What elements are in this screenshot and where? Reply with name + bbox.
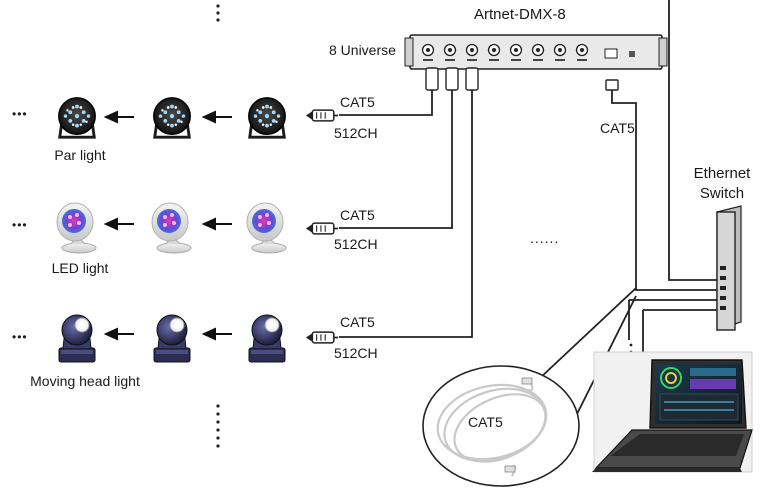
cable-row-3 bbox=[339, 90, 473, 338]
cat5-coil bbox=[422, 365, 580, 487]
dmx-port-pin bbox=[558, 48, 562, 52]
arrows bbox=[103, 110, 232, 341]
more-universes-ellipsis: ...... bbox=[530, 230, 560, 246]
plug-icon-row-3 bbox=[305, 331, 339, 344]
ellipsis-row-1: ••• bbox=[12, 107, 28, 121]
dmx-port-tag bbox=[423, 59, 433, 61]
cable-uplink bbox=[668, 0, 717, 281]
more-dots-top bbox=[216, 4, 220, 22]
dmx-port-pin bbox=[536, 48, 540, 52]
ethernet-switch bbox=[716, 205, 742, 331]
dmx-port-tag bbox=[467, 59, 477, 61]
dmx-port-tag bbox=[533, 59, 543, 61]
switch-label-line1: Ethernet bbox=[693, 165, 751, 182]
row-2-name: LED light bbox=[51, 260, 109, 276]
row-1-channels: 512CH bbox=[334, 125, 378, 141]
dmx-port-tag bbox=[511, 59, 521, 61]
cable-switch-3 bbox=[642, 309, 717, 355]
par-light-icon bbox=[57, 96, 97, 139]
led-spot-icon bbox=[246, 202, 287, 254]
cable-row-1 bbox=[339, 90, 433, 116]
cable-ethernet-device bbox=[611, 90, 717, 291]
dmx-port-pin bbox=[492, 48, 496, 52]
more-dots-bottom bbox=[216, 404, 220, 448]
ellipsis-row-3: ••• bbox=[12, 330, 28, 344]
dmx-port-tag bbox=[555, 59, 565, 61]
moving-head-icon bbox=[58, 314, 96, 363]
moving-head-icon bbox=[153, 314, 191, 363]
device-title: Artnet-DMX-8 bbox=[474, 6, 566, 23]
arrow-left-icon bbox=[103, 327, 134, 341]
dmx-port-pin bbox=[470, 48, 474, 52]
arrow-left-icon bbox=[103, 217, 134, 231]
led-spot-icon bbox=[151, 202, 192, 254]
switch-label-line2: Switch bbox=[699, 185, 745, 202]
row-2-channels: 512CH bbox=[334, 236, 378, 252]
dmx-port-tag bbox=[445, 59, 455, 61]
row-3-channels: 512CH bbox=[334, 345, 378, 361]
row-2-cable: CAT5 bbox=[340, 207, 375, 223]
ellipsis-row-2: ••• bbox=[12, 218, 28, 232]
device-connectors bbox=[425, 67, 619, 91]
row-3-cable: CAT5 bbox=[340, 314, 375, 330]
cable-laptop bbox=[628, 299, 717, 340]
par-light-icon bbox=[247, 96, 287, 139]
artnet-dmx-device bbox=[404, 34, 668, 70]
dmx-port-pin bbox=[426, 48, 430, 52]
cable-row-2 bbox=[339, 90, 453, 229]
dmx-port-tag bbox=[577, 59, 587, 61]
arrow-left-icon bbox=[201, 217, 232, 231]
power-icon bbox=[629, 51, 635, 57]
plug-icon-row-2 bbox=[305, 222, 339, 235]
arrow-left-icon bbox=[103, 110, 134, 124]
callout-line-top bbox=[539, 287, 637, 379]
moving-head-icon bbox=[248, 314, 286, 363]
dmx-port-pin bbox=[448, 48, 452, 52]
dmx-port-pin bbox=[514, 48, 518, 52]
cables bbox=[339, 0, 717, 473]
led-spot-icon bbox=[56, 202, 97, 254]
fixtures bbox=[56, 96, 287, 363]
laptop bbox=[592, 351, 753, 473]
row-1-cable: CAT5 bbox=[340, 94, 375, 110]
universe-label: 8 Universe bbox=[329, 42, 396, 58]
row-1-name: Par light bbox=[54, 147, 106, 163]
row-3-name: Moving head light bbox=[30, 373, 140, 389]
ethernet-cable-label: CAT5 bbox=[600, 120, 635, 136]
plug-icon-row-1 bbox=[305, 109, 339, 122]
arrow-left-icon bbox=[201, 110, 232, 124]
dmx-port-pin bbox=[580, 48, 584, 52]
dmx-port-tag bbox=[489, 59, 499, 61]
par-light-icon bbox=[152, 96, 192, 139]
rj45-port-icon bbox=[604, 48, 618, 59]
coil-label: CAT5 bbox=[468, 414, 503, 430]
arrow-left-icon bbox=[201, 327, 232, 341]
